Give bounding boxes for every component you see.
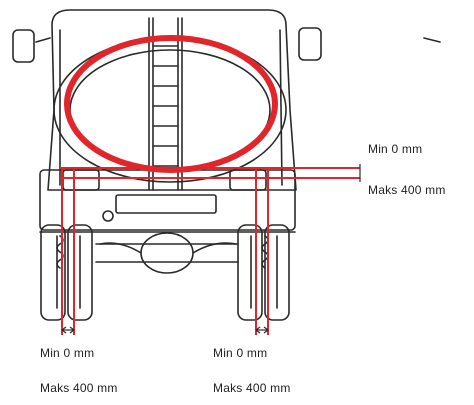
ladder bbox=[148, 17, 183, 191]
tank-outline-highlight bbox=[64, 35, 278, 173]
right-wheels bbox=[237, 224, 290, 321]
axle bbox=[95, 232, 239, 274]
cab-body bbox=[47, 9, 297, 191]
left-dimension-arrow bbox=[61, 326, 75, 334]
right-dimension-arrow bbox=[255, 326, 269, 334]
right-max-label: Maks 400 mm bbox=[368, 183, 446, 197]
center-max-label: Maks 400 mm bbox=[213, 381, 291, 395]
left-max-label: Maks 400 mm bbox=[40, 381, 118, 395]
right-mirror bbox=[298, 27, 441, 61]
left-mirror bbox=[12, 29, 51, 63]
right-min-label: Min 0 mm bbox=[368, 142, 423, 156]
left-wheels bbox=[40, 224, 93, 321]
left-min-label: Min 0 mm bbox=[40, 346, 95, 360]
center-min-label: Min 0 mm bbox=[213, 346, 268, 360]
